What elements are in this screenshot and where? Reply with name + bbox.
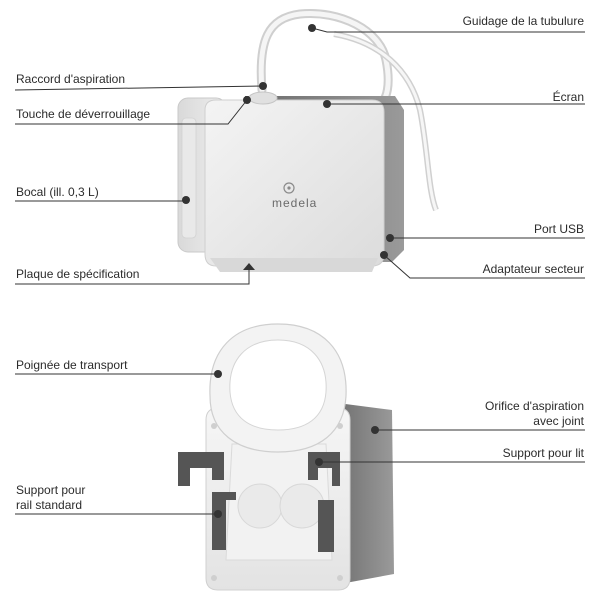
label-rail-holder-1: Support pour xyxy=(16,483,86,497)
medela-logo xyxy=(283,182,295,194)
label-usb-port: Port USB xyxy=(533,222,584,236)
label-rail-holder-2: rail standard xyxy=(16,498,83,512)
label-power-adapter: Adaptateur secteur xyxy=(482,262,584,276)
brand-wordmark: medela xyxy=(272,196,318,210)
label-suction-port-1: Orifice d'aspiration xyxy=(485,399,584,413)
label-spec-plate: Plaque de spécification xyxy=(16,267,140,281)
label-bed-holder: Support pour lit xyxy=(502,446,584,460)
rail-holder-left xyxy=(212,492,236,550)
label-suction-port-2: avec joint xyxy=(533,414,584,428)
label-carry-handle: Poignée de transport xyxy=(16,358,128,372)
pump-front-panel xyxy=(204,99,385,267)
tubing-guide-loop xyxy=(256,8,393,109)
label-canister: Bocal (ill. 0,3 L) xyxy=(16,185,99,199)
label-tubing-guide: Guidage de la tubulure xyxy=(462,14,584,28)
bed-clamp-left xyxy=(178,452,224,486)
pump-rear-view xyxy=(178,323,394,591)
label-screen: Écran xyxy=(552,90,584,104)
label-suction-connector: Raccord d'aspiration xyxy=(16,72,126,86)
bottom-leader-lines xyxy=(15,373,585,515)
label-release-button: Touche de déverrouillage xyxy=(16,107,151,121)
top-leader-lines xyxy=(14,27,585,285)
rail-holder-right xyxy=(318,500,334,552)
pump-front-view xyxy=(177,8,439,272)
